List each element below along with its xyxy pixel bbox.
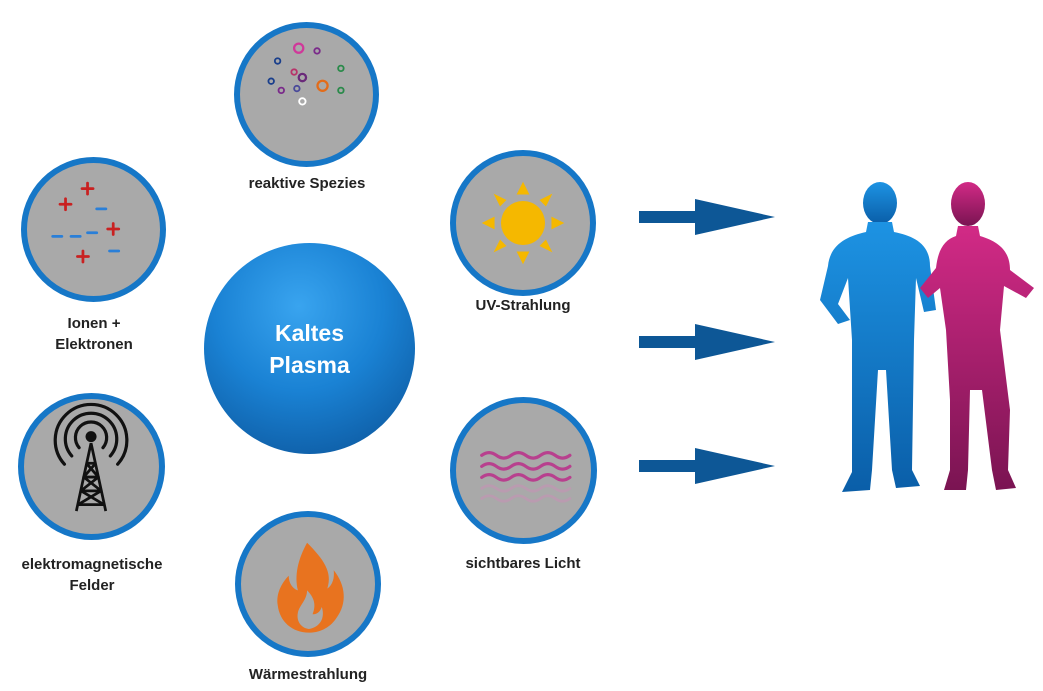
arrow-right-icon (639, 199, 775, 235)
center-line1: Kaltes (274, 319, 345, 346)
arrow-right-icon (639, 448, 775, 484)
sun-icon (481, 181, 565, 265)
flame-icon (277, 542, 344, 633)
particles-icon (267, 42, 345, 106)
uv-circle (450, 150, 596, 296)
em-fields-label-line2: Felder (69, 577, 115, 594)
visible-light-label: sichtbares Licht (465, 555, 581, 572)
ions-label-line1: Ionen + (67, 315, 121, 332)
ions-circle (21, 157, 166, 302)
person-female-icon (920, 182, 1034, 490)
reactive-species-circle (234, 22, 379, 167)
cold-plasma-center: Kaltes Plasma (204, 243, 415, 454)
center-line2: Plasma (269, 351, 350, 378)
reactive-species-label: reaktive Spezies (248, 175, 366, 192)
person-male-icon (820, 182, 936, 492)
waves-icon (480, 450, 572, 503)
people-silhouettes (820, 182, 1034, 492)
em-fields-label-line1: elektromagnetische (21, 556, 163, 573)
em-fields-label: elektromagnetische Felder (0, 554, 184, 596)
visible-light-circle (450, 397, 597, 544)
ions-label-line2: Elektronen (55, 336, 133, 353)
uv-label: UV-Strahlung (475, 297, 571, 314)
arrow-right-icon (639, 324, 775, 360)
antenna-icon (53, 402, 129, 512)
em-fields-circle (18, 393, 165, 540)
heat-circle (235, 511, 381, 657)
ions-label: Ionen + Elektronen (4, 313, 184, 355)
ions-icon (51, 181, 121, 264)
heat-label: Wärmestrahlung (248, 666, 368, 683)
